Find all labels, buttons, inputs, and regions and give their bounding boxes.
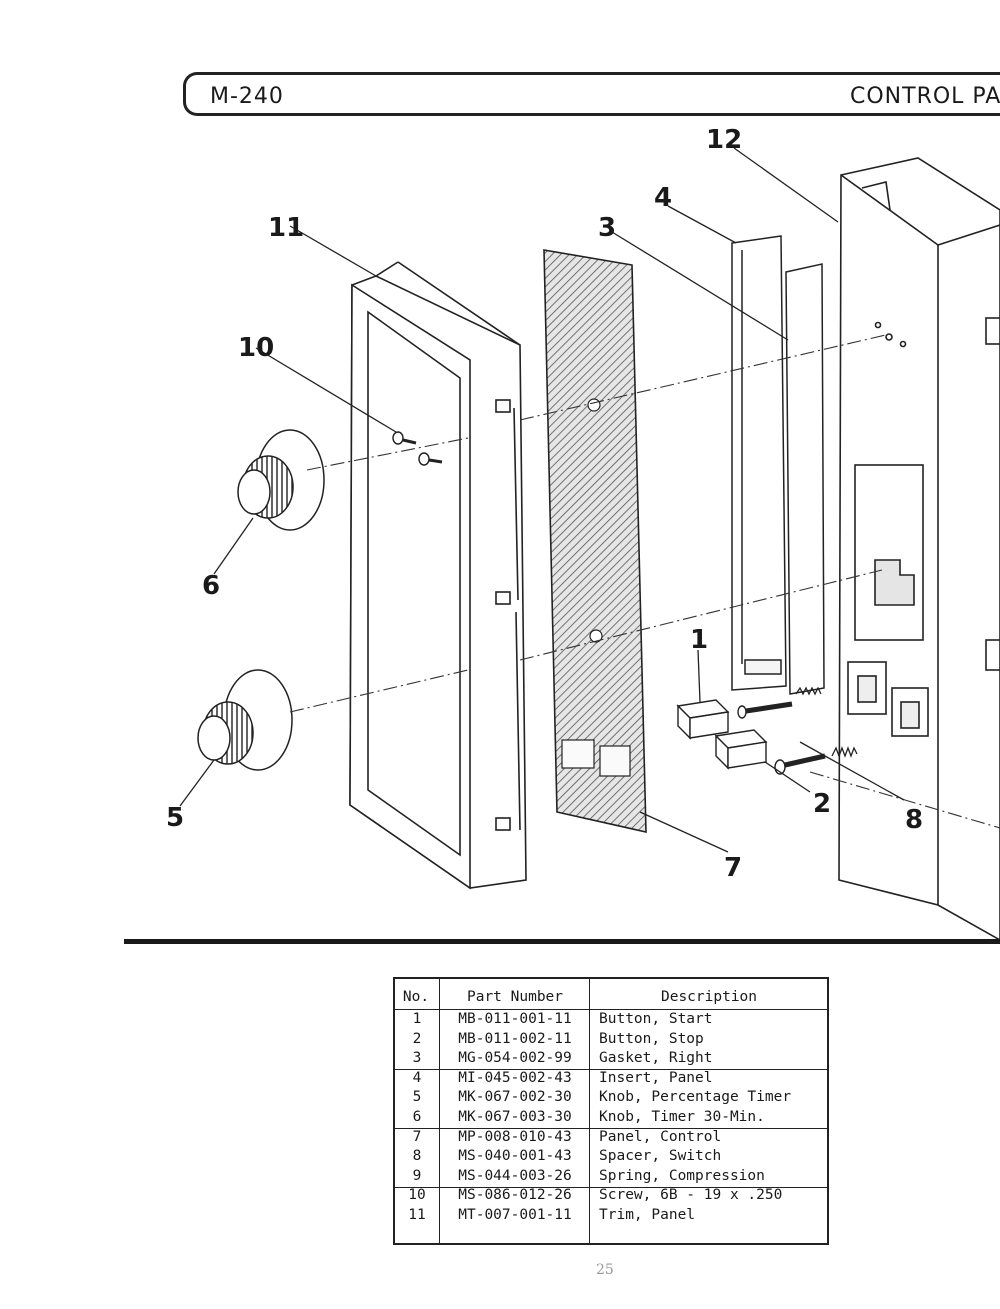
callout-5: 5 xyxy=(166,803,184,833)
model-number: M-240 xyxy=(210,84,284,109)
insert-panel xyxy=(731,235,825,695)
callout-10: 10 xyxy=(238,333,274,363)
button-start xyxy=(676,699,730,740)
cell-part-number: MS-040-001-43 xyxy=(458,1148,572,1165)
cell-no: 8 xyxy=(412,1148,422,1165)
callout-7: 7 xyxy=(724,853,742,883)
cell-no: 2 xyxy=(412,1030,422,1047)
callout-labels: 12 4 11 3 10 6 1 5 2 8 7 xyxy=(166,125,923,883)
cell-description: Spacer, Switch xyxy=(599,1148,722,1165)
callout-6: 6 xyxy=(202,571,220,601)
cabinet-housing xyxy=(838,157,1000,940)
cell-part-number: MB-011-001-11 xyxy=(458,1011,572,1027)
cell-no: 9 xyxy=(412,1167,422,1184)
section-title: CONTROL PANE xyxy=(850,84,1000,109)
cell-part-number: MK-067-003-30 xyxy=(458,1109,572,1125)
callout-1: 1 xyxy=(690,625,708,655)
cell-description: Panel, Control xyxy=(599,1128,722,1145)
leader-lines xyxy=(179,147,905,853)
cell-no: 1 xyxy=(412,1011,422,1027)
knob-timer-30-min xyxy=(237,429,325,531)
cell-description: Knob, Timer 30-Min. xyxy=(599,1109,765,1125)
screw xyxy=(392,431,443,466)
header-rule xyxy=(395,1009,827,1010)
header-part-number: Part Number xyxy=(466,989,564,1005)
callout-12: 12 xyxy=(706,125,742,155)
parts-table: No. Part Number Description 1 MB-011-001-… xyxy=(393,977,829,1245)
cell-part-number: MB-011-002-11 xyxy=(458,1030,572,1047)
cell-no: 5 xyxy=(412,1089,422,1106)
cell-description: Insert, Panel xyxy=(599,1069,713,1086)
cell-no: 4 xyxy=(412,1069,422,1086)
cell-part-number: MG-054-002-99 xyxy=(458,1050,572,1067)
cell-part-number: MS-044-003-26 xyxy=(458,1167,572,1184)
cell-no: 10 xyxy=(408,1187,426,1204)
callout-8: 8 xyxy=(905,805,923,835)
header-description: Description xyxy=(660,989,758,1005)
group-rule xyxy=(395,1187,827,1188)
callout-11: 11 xyxy=(268,213,304,243)
cell-no: 6 xyxy=(412,1109,422,1125)
cell-description: Screw, 6B - 19 x .250 xyxy=(599,1187,783,1204)
group-rule xyxy=(395,1128,827,1129)
compression-spring xyxy=(795,686,858,758)
cell-description: Spring, Compression xyxy=(599,1167,765,1184)
switch-spacer xyxy=(737,701,826,775)
cell-part-number: MS-086-012-26 xyxy=(458,1187,572,1204)
button-stop xyxy=(714,729,768,770)
cell-part-number: MK-067-002-30 xyxy=(458,1089,572,1106)
cell-part-number: MI-045-002-43 xyxy=(458,1069,572,1086)
callout-4: 4 xyxy=(654,183,672,213)
header-no: No. xyxy=(402,989,430,1005)
cell-description: Trim, Panel xyxy=(599,1207,696,1223)
cell-no: 7 xyxy=(412,1128,422,1145)
cell-description: Button, Start xyxy=(599,1011,713,1027)
cell-part-number: MT-007-001-11 xyxy=(458,1207,572,1223)
section-divider xyxy=(124,939,1000,944)
cell-part-number: MP-008-010-43 xyxy=(458,1128,572,1145)
callout-2: 2 xyxy=(813,789,831,819)
cell-no: 11 xyxy=(408,1207,426,1223)
group-rule xyxy=(395,1069,827,1070)
exploded-view-diagram: 12 4 11 3 10 6 1 5 2 8 7 xyxy=(166,125,1000,940)
column-divider xyxy=(589,979,590,1243)
cell-description: Button, Stop xyxy=(599,1030,704,1047)
page-header: M-240 CONTROL PANE xyxy=(183,72,1000,116)
column-divider xyxy=(439,979,440,1243)
page-mark: 25 xyxy=(596,1262,614,1278)
alignment-lines xyxy=(289,333,1000,829)
control-panel-gasket xyxy=(543,249,647,834)
trim-panel-frame xyxy=(349,261,527,890)
knob-percentage-timer xyxy=(197,669,293,771)
cell-description: Gasket, Right xyxy=(599,1050,713,1067)
cell-description: Knob, Percentage Timer xyxy=(599,1089,792,1106)
cell-no: 3 xyxy=(412,1050,422,1067)
callout-3: 3 xyxy=(598,213,616,243)
